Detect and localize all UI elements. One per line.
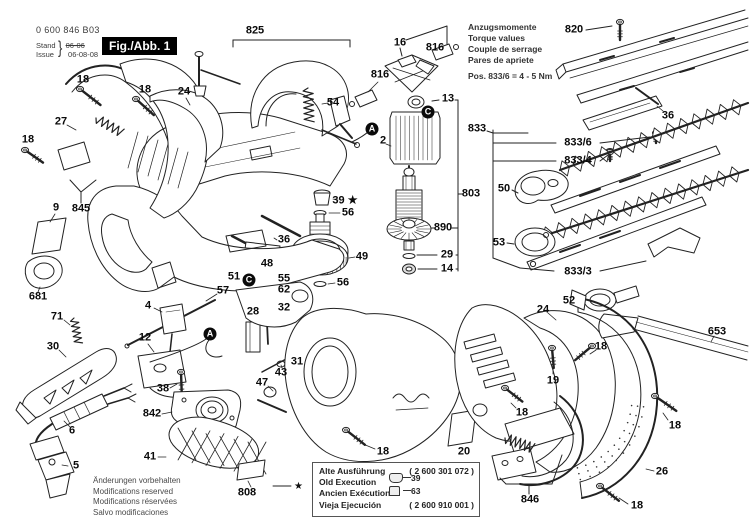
part-callout: 14 (440, 262, 454, 275)
part-callout: 825 (245, 24, 265, 37)
part-callout: 32 (277, 301, 291, 314)
legend-part-id: ( 2 600 910 001 ) (409, 500, 474, 510)
part-callout: 30 (46, 340, 60, 353)
part-callout: 28 (246, 305, 260, 318)
part-callout: 18 (668, 419, 682, 432)
leader-dash (403, 477, 411, 478)
part-callout: 846 (520, 493, 540, 506)
star-marker: ★ (294, 481, 303, 492)
part-callout: 820 (564, 23, 584, 36)
part-callout: 19 (546, 374, 560, 387)
cap-icon (389, 486, 400, 496)
grommet-icon (389, 473, 403, 483)
part-callout: 26 (655, 465, 669, 478)
part-callout: 38 (156, 382, 170, 395)
part-callout: 681 (28, 290, 48, 303)
leader-dash (403, 490, 411, 491)
part-callout: 16 (393, 36, 407, 49)
old-execution-legend-box: Alte Ausführung Old Execution Ancien Exé… (312, 462, 480, 517)
reference-marker: A (365, 122, 379, 136)
part-callout: 36 (277, 233, 291, 246)
part-callout: 6 (68, 424, 76, 437)
part-callout: 27 (54, 115, 68, 128)
part-callout: 53 (492, 236, 506, 249)
part-callout: 49 (355, 250, 369, 263)
part-callout: 833/4 (564, 154, 592, 167)
part-callout: 833/3 (564, 265, 592, 278)
legend-part-ref: 39 (411, 473, 421, 483)
reference-marker: A (203, 327, 217, 341)
part-callout: 653 (707, 325, 727, 338)
part-callout: 803 (461, 187, 481, 200)
part-callout: 845 (71, 202, 91, 215)
part-callout: 39 ★ (332, 194, 358, 207)
part-number: 0 600 846 B03 (36, 25, 100, 35)
part-callout: 816 (425, 41, 445, 54)
part-callout: 13 (441, 92, 455, 105)
part-callout: 24 (536, 303, 550, 316)
part-callout: 18 (376, 445, 390, 458)
part-callout: 71 (50, 310, 64, 323)
part-callout: 890 (433, 221, 453, 234)
issue-date: 06-08-08 (68, 50, 99, 59)
modifications-note: Änderungen vorbehalten Modifications res… (93, 476, 181, 517)
part-callout: 62 (277, 283, 291, 296)
part-callout: 808 (237, 486, 257, 499)
part-callout: 18 (594, 340, 608, 353)
part-callout: 5 (72, 459, 80, 472)
torque-note: Anzugsmomente Torque values Couple de se… (468, 22, 553, 81)
part-callout: 50 (497, 182, 511, 195)
part-callout: 2 (379, 134, 387, 147)
part-callout: 9 (52, 201, 60, 214)
part-callout: 18 (630, 499, 644, 512)
part-callout: 12 (138, 331, 152, 344)
part-callout: 4 (144, 299, 152, 312)
part-callout: 56 (336, 276, 350, 289)
part-callout: 43 (274, 366, 288, 379)
old-revision-code: 06-06 (65, 41, 85, 50)
part-callout: 48 (260, 257, 274, 270)
reference-marker: C (242, 273, 256, 287)
part-callout: 29 (440, 248, 454, 261)
legend-part-id: ( 2 600 301 072 ) (409, 466, 474, 476)
part-callout: 36 (661, 109, 675, 122)
part-callout: 20 (457, 445, 471, 458)
part-callout: 833/6 (564, 136, 592, 149)
part-callout: 31 (290, 355, 304, 368)
part-callout: 18 (21, 133, 35, 146)
part-callout: 816 (370, 68, 390, 81)
part-callout: 57 (216, 284, 230, 297)
part-callout: 55 (277, 272, 291, 285)
part-callout: 47 (255, 376, 269, 389)
torque-value: Pos. 833/6 = 4 - 5 Nm (468, 71, 553, 81)
part-callout: 18 (515, 406, 529, 419)
part-callout: 18 (138, 83, 152, 96)
brace-glyph: } (58, 37, 63, 58)
part-callout: 56 (341, 206, 355, 219)
figure-label: Fig./Abb. 1 (102, 37, 178, 55)
part-callout: 52 (562, 294, 576, 307)
part-callout: 833 (467, 122, 487, 135)
part-callout: 24 (177, 85, 191, 98)
reference-marker: C (421, 105, 435, 119)
part-callout: 51 (227, 270, 241, 283)
part-callout: 18 (76, 73, 90, 86)
revision-issue: Issue 06-08-08 (36, 50, 99, 59)
part-callout: 41 (143, 450, 157, 463)
part-callout: 842 (142, 407, 162, 420)
part-callout: 54 (326, 96, 340, 109)
legend-part-ref: 63 (411, 486, 421, 496)
